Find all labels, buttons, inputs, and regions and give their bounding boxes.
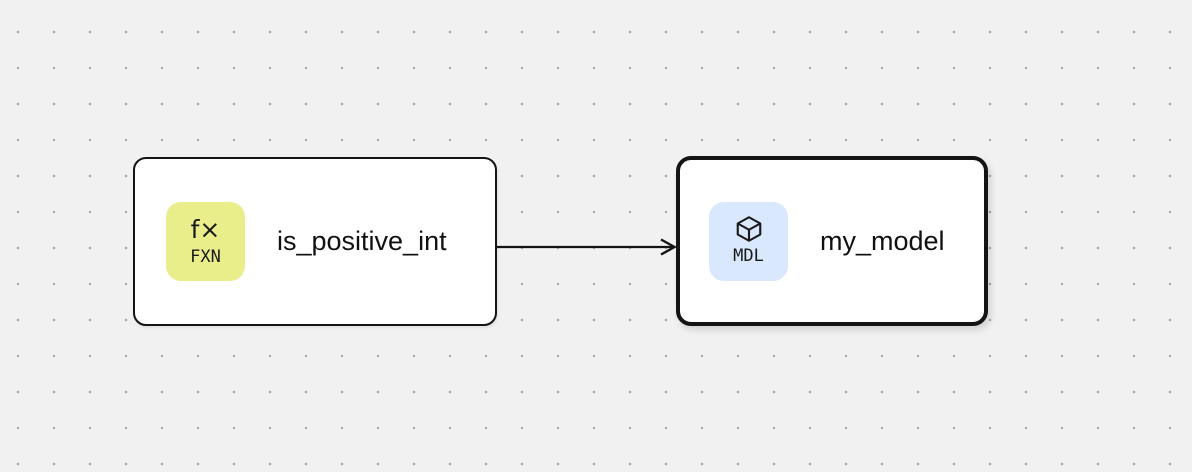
function-badge-code: FXN bbox=[190, 246, 221, 267]
node-my-model[interactable]: MDL my_model bbox=[676, 156, 988, 326]
model-badge-code: MDL bbox=[733, 246, 764, 266]
arrowhead-icon bbox=[660, 238, 677, 256]
node-label: my_model bbox=[820, 225, 945, 256]
fx-icon: f× bbox=[190, 214, 221, 244]
cube-icon bbox=[736, 216, 761, 242]
function-badge: f× FXN bbox=[166, 202, 245, 281]
node-label: is_positive_int bbox=[277, 226, 447, 256]
node-is-positive-int[interactable]: f× FXN is_positive_int bbox=[133, 157, 497, 326]
model-badge: MDL bbox=[709, 201, 788, 281]
